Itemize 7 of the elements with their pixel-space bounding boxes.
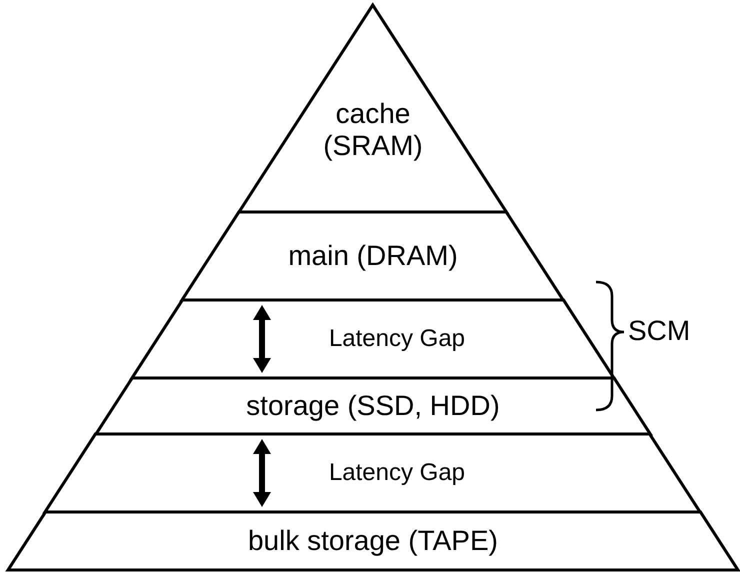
group-label: SCM bbox=[628, 315, 690, 348]
layer-label: bulk storage (TAPE) bbox=[246, 524, 499, 558]
layer-label: Latency Gap bbox=[328, 325, 466, 353]
layer-label: cache (SRAM) bbox=[322, 98, 424, 162]
layer-label: storage (SSD, HDD) bbox=[245, 390, 501, 422]
layer-label: main (DRAM) bbox=[287, 240, 459, 272]
layer-label: Latency Gap bbox=[328, 459, 466, 487]
